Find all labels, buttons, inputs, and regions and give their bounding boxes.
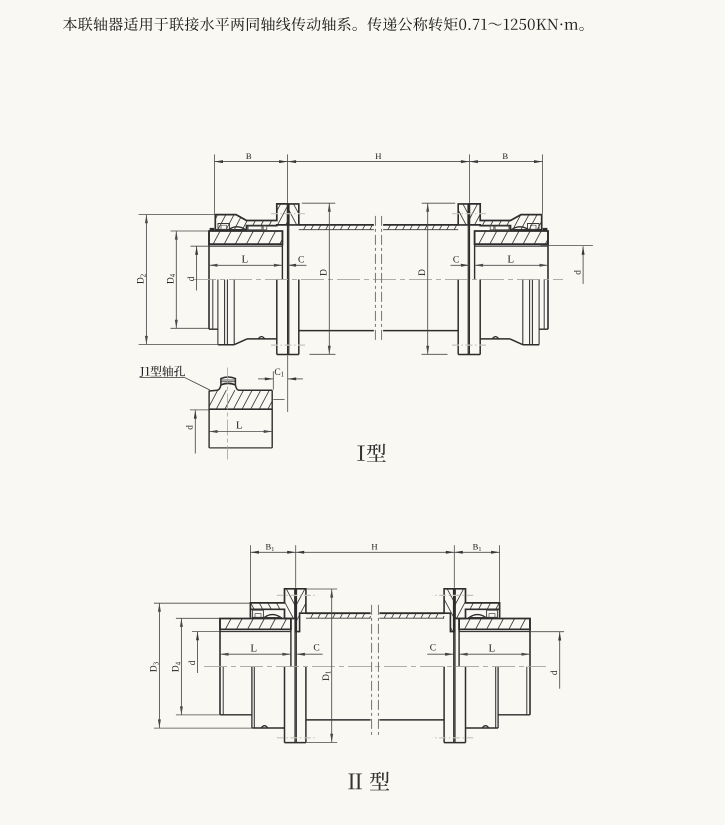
svg-text:D3: D3 xyxy=(150,661,161,672)
svg-text:d: d xyxy=(572,270,582,275)
svg-text:D: D xyxy=(418,269,428,276)
svg-text:L: L xyxy=(489,642,496,654)
svg-text:d: d xyxy=(186,276,196,281)
svg-text:D: D xyxy=(320,269,330,276)
svg-text:H: H xyxy=(371,542,377,552)
svg-text:B1: B1 xyxy=(265,542,274,554)
svg-text:C1: C1 xyxy=(274,368,284,379)
svg-text:H: H xyxy=(375,151,381,161)
svg-text:C: C xyxy=(430,644,436,654)
svg-text:C: C xyxy=(453,256,459,266)
svg-text:L: L xyxy=(250,642,257,654)
svg-text:L: L xyxy=(242,253,249,265)
svg-text:L: L xyxy=(507,253,514,265)
svg-text:L: L xyxy=(236,420,243,432)
svg-text:C: C xyxy=(313,644,319,654)
svg-text:D4: D4 xyxy=(167,273,178,284)
svg-text:d: d xyxy=(187,660,197,665)
svg-text:D4: D4 xyxy=(172,661,183,672)
svg-text:B: B xyxy=(246,151,252,161)
svg-text:d: d xyxy=(185,425,195,430)
svg-text:B: B xyxy=(502,151,508,161)
svg-text:C: C xyxy=(298,256,304,266)
svg-text:D2: D2 xyxy=(137,274,148,284)
svg-text:d: d xyxy=(549,670,559,675)
svg-text:D1: D1 xyxy=(322,671,333,681)
svg-text:B1: B1 xyxy=(473,542,482,554)
